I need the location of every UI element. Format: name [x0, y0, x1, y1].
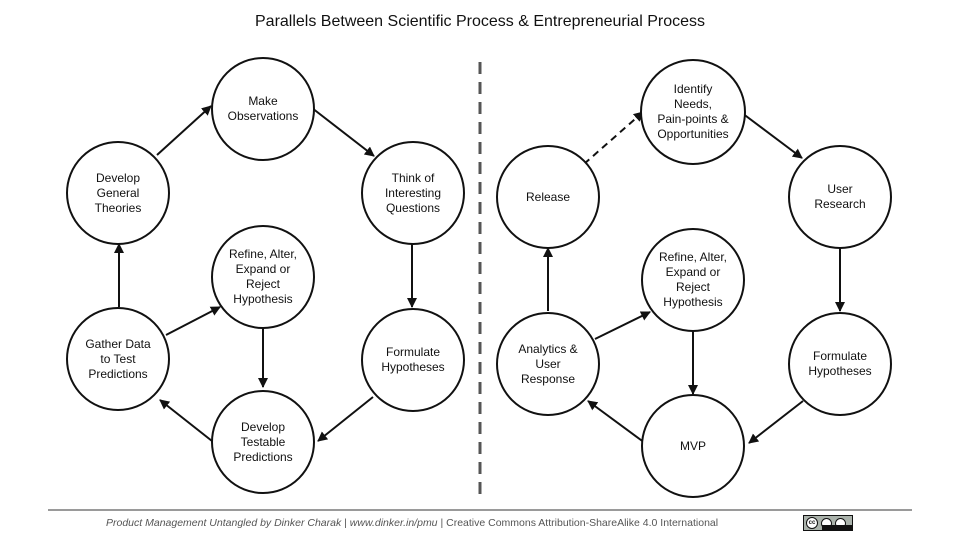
footer-separator: |: [344, 517, 347, 529]
arrow-mvp-to-analytics: [587, 400, 646, 444]
node-develop-theories: Develop General Theories: [66, 141, 170, 245]
node-label: Gather Data to Test Predictions: [85, 336, 151, 381]
node-user-research: User Research: [788, 145, 892, 249]
node-mvp: MVP: [641, 394, 745, 498]
node-label: Release: [525, 189, 571, 204]
node-refine-hypothesis-sci: Refine, Alter, Expand or Reject Hypothes…: [211, 225, 315, 329]
arrow-analytics-to-refine: [594, 311, 651, 340]
node-label: Think of Interesting Questions: [384, 170, 442, 215]
badge-strip: [822, 525, 852, 530]
footer-separator: |: [440, 517, 444, 529]
footer-book: Product Management Untangled by Dinker C…: [106, 517, 342, 529]
arrow-hypotheses-to-mvp: [748, 400, 804, 444]
node-formulate-hypotheses-ent: Formulate Hypotheses: [788, 312, 892, 416]
node-label: MVP: [679, 438, 706, 453]
node-label: Formulate Hypotheses: [381, 345, 445, 374]
node-label: Develop General Theories: [94, 170, 142, 215]
footer-url[interactable]: www.dinker.in/pmu: [349, 517, 438, 529]
cc-icon: cc: [806, 517, 818, 529]
arrow-observations-to-questions: [311, 107, 375, 157]
arrow-predictions-to-gather: [159, 399, 213, 442]
footer: Product Management Untangled by Dinker C…: [106, 517, 718, 529]
node-label: Formulate Hypotheses: [808, 349, 872, 378]
arrow-theories-to-observations: [156, 105, 212, 156]
node-formulate-hypotheses-sci: Formulate Hypotheses: [361, 308, 465, 412]
node-think-questions: Think of Interesting Questions: [361, 141, 465, 245]
arrow-identify-to-research: [741, 112, 803, 159]
node-label: User Research: [814, 182, 866, 211]
node-identify-needs: Identify Needs, Pain-points & Opportunit…: [640, 59, 746, 165]
node-develop-predictions: Develop Testable Predictions: [211, 390, 315, 494]
node-label: Make Observations: [227, 94, 299, 123]
node-refine-hypothesis-ent: Refine, Alter, Expand or Reject Hypothes…: [641, 228, 745, 332]
node-gather-data: Gather Data to Test Predictions: [66, 307, 170, 411]
node-analytics: Analytics & User Response: [496, 312, 600, 416]
arrow-gather-to-refine: [165, 306, 221, 336]
node-label: Identify Needs, Pain-points & Opportunit…: [657, 82, 729, 141]
cc-by-sa-badge-icon: cc: [803, 515, 853, 531]
footer-divider: [48, 509, 912, 511]
node-make-observations: Make Observations: [211, 57, 315, 161]
arrow-release-to-identify: [583, 111, 644, 165]
node-label: Develop Testable Predictions: [233, 419, 293, 464]
node-label: Refine, Alter, Expand or Reject Hypothes…: [228, 247, 298, 306]
node-release: Release: [496, 145, 600, 249]
footer-license: Creative Commons Attribution-ShareAlike …: [446, 517, 719, 529]
node-label: Analytics & User Response: [518, 341, 578, 386]
node-label: Refine, Alter, Expand or Reject Hypothes…: [658, 250, 728, 309]
arrow-hypotheses-to-predictions: [317, 396, 374, 442]
diagram-title: Parallels Between Scientific Process & E…: [255, 13, 705, 30]
